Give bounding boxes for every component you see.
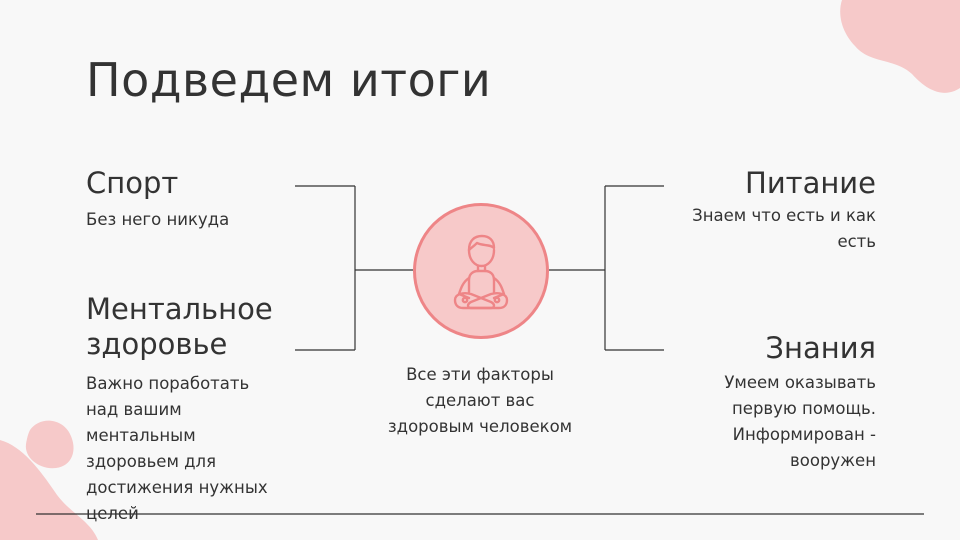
center-caption: Все эти факторы сделают вас здоровым чел…	[387, 365, 573, 436]
right-connector	[549, 185, 664, 351]
knowledge-description: Умеем оказывать первую помощь. Информиро…	[724, 373, 876, 470]
mental-heading: Ментальное здоровье	[86, 292, 273, 361]
food-description: Знаем что есть и как есть	[692, 206, 876, 251]
sport-heading: Спорт	[86, 166, 179, 200]
left-connector	[295, 185, 413, 351]
center-circle	[413, 203, 549, 339]
meditation-person-icon	[453, 234, 509, 310]
mental-description: Важно поработать над вашим ментальным зд…	[86, 374, 268, 523]
food-heading: Питание	[745, 166, 876, 200]
sport-description: Без него никуда	[86, 210, 230, 229]
top-right-blob	[840, 0, 960, 93]
slide-title: Подведем итоги	[86, 53, 492, 107]
bottom-left-small-blob	[25, 420, 74, 469]
knowledge-heading: Знания	[765, 331, 876, 365]
bottom-left-blob	[0, 440, 98, 540]
